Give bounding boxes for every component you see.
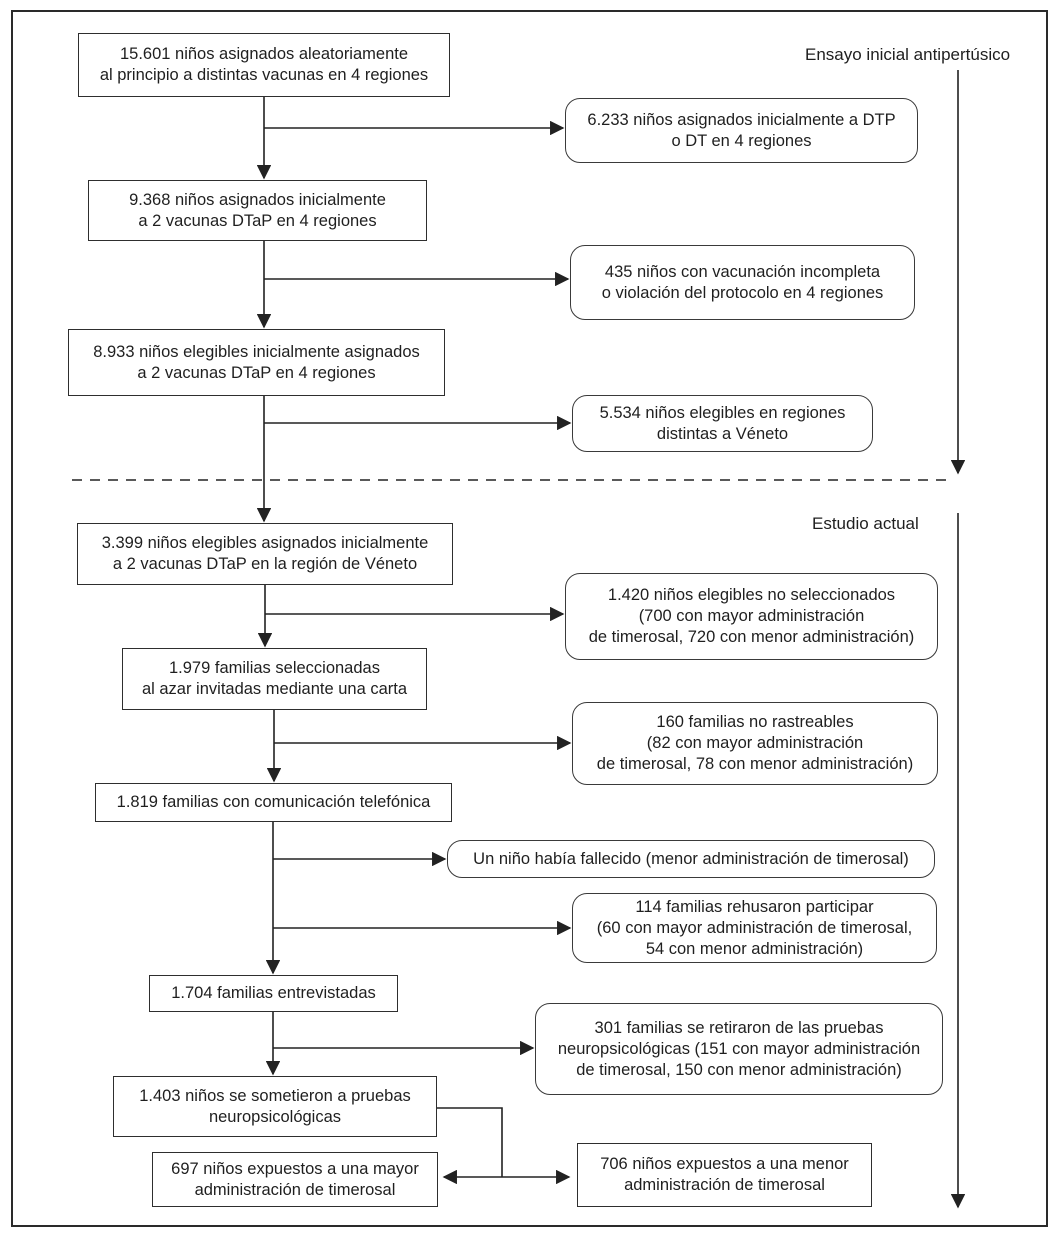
box-refused: 114 familias rehusaron participar (60 co… — [572, 893, 937, 963]
section-label-current-study: Estudio actual — [812, 514, 919, 533]
box-dtp-dt-excluded: 6.233 niños asignados inicialmente a DTP… — [565, 98, 918, 163]
box-incomplete-vaccination: 435 niños con vacunación incompleta o vi… — [570, 245, 915, 320]
box-other-regions: 5.534 niños elegibles en regiones distin… — [572, 395, 873, 452]
box-veneto-eligible: 3.399 niños elegibles asignados inicialm… — [77, 523, 453, 585]
box-children-tested: 1.403 niños se sometieron a pruebas neur… — [113, 1076, 437, 1137]
box-not-selected: 1.420 niños elegibles no seleccionados (… — [565, 573, 938, 660]
box-child-deceased: Un niño había fallecido (menor administr… — [447, 840, 935, 878]
box-withdrew-tests: 301 familias se retiraron de las pruebas… — [535, 1003, 943, 1095]
box-higher-thimerosal: 697 niños expuestos a una mayor administ… — [152, 1152, 438, 1207]
box-randomized-children: 15.601 niños asignados aleatoriamente al… — [78, 33, 450, 97]
box-eligible-assigned: 8.933 niños elegibles inicialmente asign… — [68, 329, 445, 396]
section-label-initial-trial: Ensayo inicial antipertúsico — [805, 45, 1011, 64]
outer-frame — [11, 10, 1048, 1227]
box-families-phone: 1.819 familias con comunicación telefóni… — [95, 783, 452, 822]
box-families-interviewed: 1.704 familias entrevistadas — [149, 975, 398, 1012]
box-families-selected: 1.979 familias seleccionadas al azar inv… — [122, 648, 427, 710]
box-dtap-assigned: 9.368 niños asignados inicialmente a 2 v… — [88, 180, 427, 241]
box-lower-thimerosal: 706 niños expuestos a una menor administ… — [577, 1143, 872, 1207]
box-untraceable: 160 familias no rastreables (82 con mayo… — [572, 702, 938, 785]
